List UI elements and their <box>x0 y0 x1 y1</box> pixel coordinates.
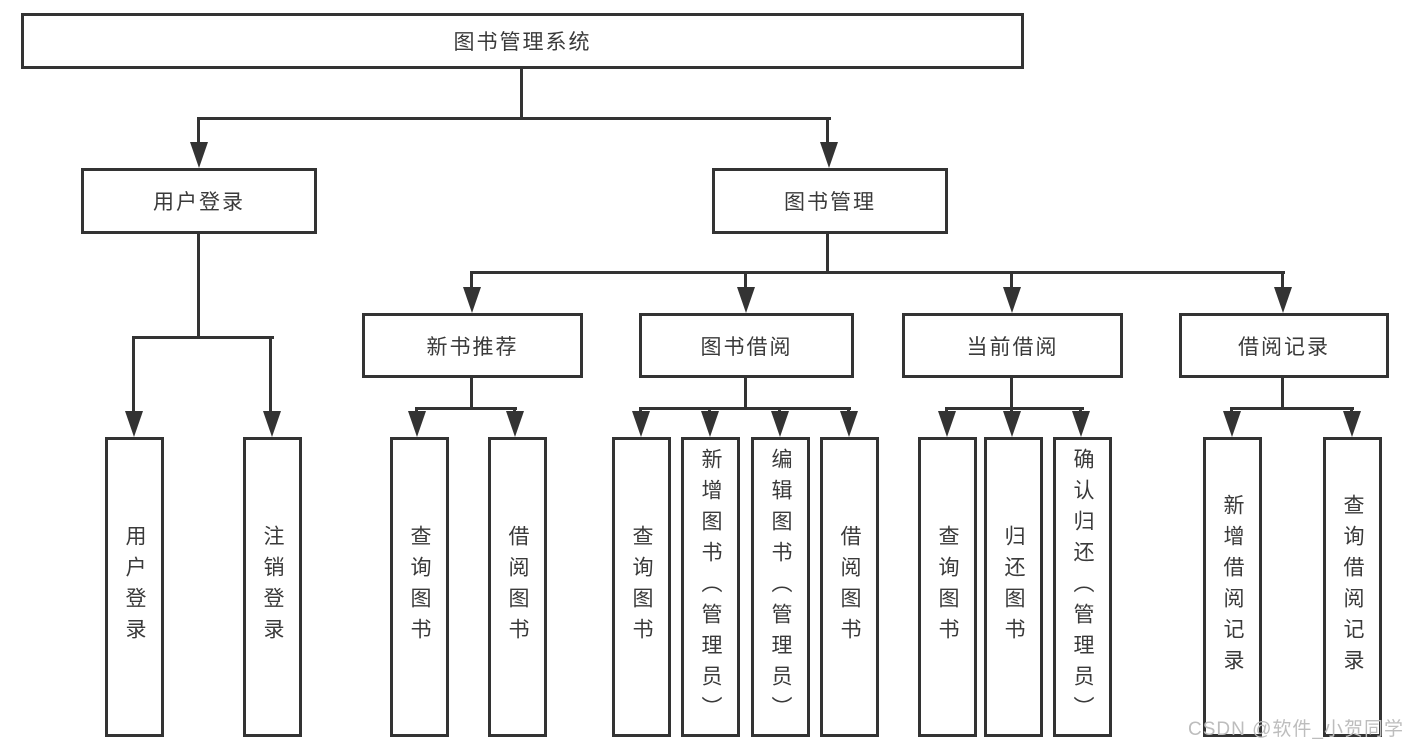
leaf-newbooks-query-books-label: 查询图书 <box>408 525 431 649</box>
arrowhead-down <box>771 411 789 437</box>
node-book-management-label: 图书管理 <box>784 191 876 214</box>
line <box>1010 378 1013 409</box>
line <box>415 407 517 410</box>
line <box>945 407 948 414</box>
line <box>470 271 1285 274</box>
node-user-login-label: 用户登录 <box>153 191 245 214</box>
leaf-borrow-borrow-books-label: 借阅图书 <box>838 525 861 649</box>
node-borrow-records-label: 借阅记录 <box>1238 335 1330 359</box>
line <box>744 271 747 290</box>
line <box>197 117 831 120</box>
arrowhead-down <box>506 411 524 437</box>
line <box>1010 407 1013 414</box>
line <box>1230 407 1354 410</box>
arrowhead-down <box>1274 287 1292 313</box>
node-current-borrow-label: 当前借阅 <box>966 335 1059 359</box>
line <box>744 378 747 409</box>
node-user-login: 用户登录 <box>81 168 317 234</box>
line <box>1350 407 1353 414</box>
line <box>1230 407 1233 414</box>
line <box>197 117 200 145</box>
leaf-current-query-books-label: 查询图书 <box>936 525 959 649</box>
leaf-records-add-record: 新增借阅记录 <box>1203 437 1262 737</box>
arrowhead-down <box>737 287 755 313</box>
node-borrow-records: 借阅记录 <box>1179 313 1389 378</box>
line <box>826 234 829 274</box>
arrowhead-down <box>263 411 281 437</box>
leaf-newbooks-borrow-books-label: 借阅图书 <box>506 525 529 649</box>
leaf-borrow-borrow-books: 借阅图书 <box>820 437 879 737</box>
line <box>513 407 516 414</box>
line <box>847 407 850 414</box>
leaf-borrow-query-books: 查询图书 <box>612 437 671 737</box>
leaf-newbooks-query-books: 查询图书 <box>390 437 449 737</box>
line <box>639 407 642 414</box>
csdn-watermark: CSDN @软件_小贺同学 <box>1188 719 1404 740</box>
arrowhead-down <box>632 411 650 437</box>
line <box>269 336 272 414</box>
node-current-borrow: 当前借阅 <box>902 313 1123 378</box>
line <box>1281 378 1284 409</box>
node-new-book-recommend-label: 新书推荐 <box>426 335 519 359</box>
node-root: 图书管理系统 <box>21 13 1024 69</box>
leaf-borrow-query-books-label: 查询图书 <box>630 525 653 649</box>
leaf-borrow-edit-books-admin-label: 编辑图书（管理员） <box>769 447 792 727</box>
line <box>132 336 274 339</box>
line <box>1010 271 1013 290</box>
leaf-current-query-books: 查询图书 <box>918 437 977 737</box>
line <box>778 407 781 414</box>
node-book-borrow: 图书借阅 <box>639 313 854 378</box>
leaf-records-query-record-label: 查询借阅记录 <box>1341 494 1364 680</box>
line <box>639 407 851 410</box>
line <box>1079 407 1082 414</box>
line <box>826 117 829 145</box>
line <box>708 407 711 414</box>
arrowhead-down <box>820 142 838 168</box>
arrowhead-down <box>1343 411 1361 437</box>
line <box>470 271 473 290</box>
arrowhead-down <box>938 411 956 437</box>
node-root-label: 图书管理系统 <box>453 31 592 54</box>
arrowhead-down <box>408 411 426 437</box>
leaf-current-return-books-label: 归还图书 <box>1002 525 1025 649</box>
node-new-book-recommend: 新书推荐 <box>362 313 583 378</box>
arrowhead-down <box>1072 411 1090 437</box>
arrowhead-down <box>1003 411 1021 437</box>
leaf-current-confirm-return-admin: 确认归还（管理员） <box>1053 437 1112 737</box>
arrowhead-down <box>125 411 143 437</box>
line <box>945 407 1084 410</box>
arrowhead-down <box>1223 411 1241 437</box>
arrowhead-down <box>840 411 858 437</box>
leaf-current-return-books: 归还图书 <box>984 437 1043 737</box>
line <box>470 378 473 409</box>
leaf-logout: 注销登录 <box>243 437 302 737</box>
leaf-records-add-record-label: 新增借阅记录 <box>1221 494 1244 680</box>
node-book-borrow-label: 图书借阅 <box>700 335 793 359</box>
line <box>1281 271 1284 290</box>
leaf-records-query-record: 查询借阅记录 <box>1323 437 1382 737</box>
line <box>520 68 523 120</box>
arrowhead-down <box>463 287 481 313</box>
leaf-user-login: 用户登录 <box>105 437 164 737</box>
arrowhead-down <box>701 411 719 437</box>
leaf-current-confirm-return-admin-label: 确认归还（管理员） <box>1071 447 1094 727</box>
node-book-management: 图书管理 <box>712 168 948 234</box>
leaf-logout-label: 注销登录 <box>261 525 284 649</box>
arrowhead-down <box>190 142 208 168</box>
line <box>415 407 418 414</box>
line <box>197 234 200 339</box>
arrowhead-down <box>1003 287 1021 313</box>
leaf-borrow-edit-books-admin: 编辑图书（管理员） <box>751 437 810 737</box>
leaf-user-login-label: 用户登录 <box>123 525 146 649</box>
line <box>132 336 135 414</box>
leaf-borrow-add-books-admin-label: 新增图书（管理员） <box>699 447 722 727</box>
leaf-borrow-add-books-admin: 新增图书（管理员） <box>681 437 740 737</box>
leaf-newbooks-borrow-books: 借阅图书 <box>488 437 547 737</box>
